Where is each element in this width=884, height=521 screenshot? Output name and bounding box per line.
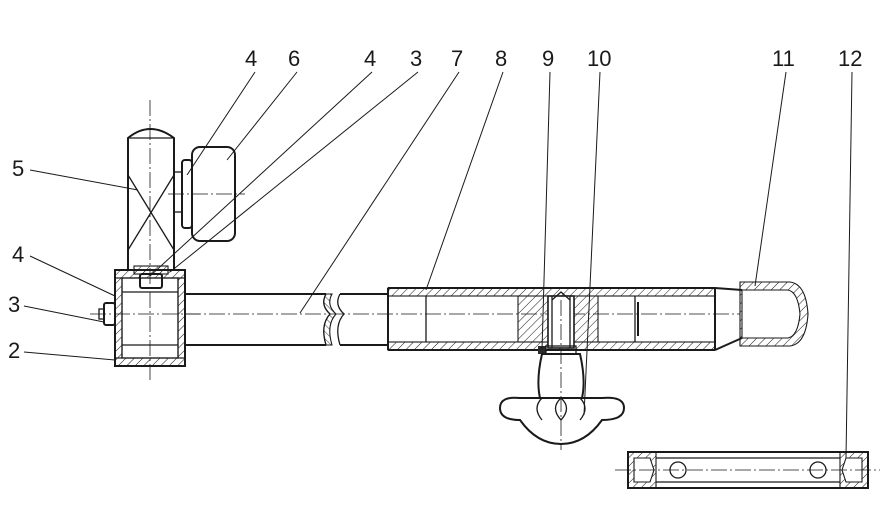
motor	[168, 146, 245, 242]
callout-3-top: 3	[410, 46, 422, 71]
callout-5: 5	[12, 156, 24, 181]
callout-10: 10	[587, 46, 611, 71]
rubber-end-cap	[714, 281, 809, 351]
callout-7: 7	[451, 46, 463, 71]
callout-2: 2	[8, 338, 20, 363]
base-block	[90, 265, 200, 367]
callout-8: 8	[495, 46, 507, 71]
callout-numbers: 4 6 4 3 7 8 9 10 11 12 5 4 3 2	[8, 46, 862, 363]
callout-6: 6	[288, 46, 300, 71]
bar	[185, 293, 740, 346]
t-handle-knob	[498, 300, 626, 450]
callout-11: 11	[772, 46, 795, 71]
callout-9: 9	[542, 46, 554, 71]
callout-4-top-left: 4	[245, 46, 257, 71]
clamp-insert	[517, 291, 599, 355]
socket-wrench	[615, 451, 880, 489]
callout-12: 12	[838, 46, 862, 71]
grinding-wheel	[127, 100, 175, 380]
callout-4-top-right: 4	[364, 46, 376, 71]
leader-lines	[23, 71, 853, 459]
callout-4-left: 4	[12, 242, 24, 267]
callout-3-left: 3	[8, 292, 20, 317]
